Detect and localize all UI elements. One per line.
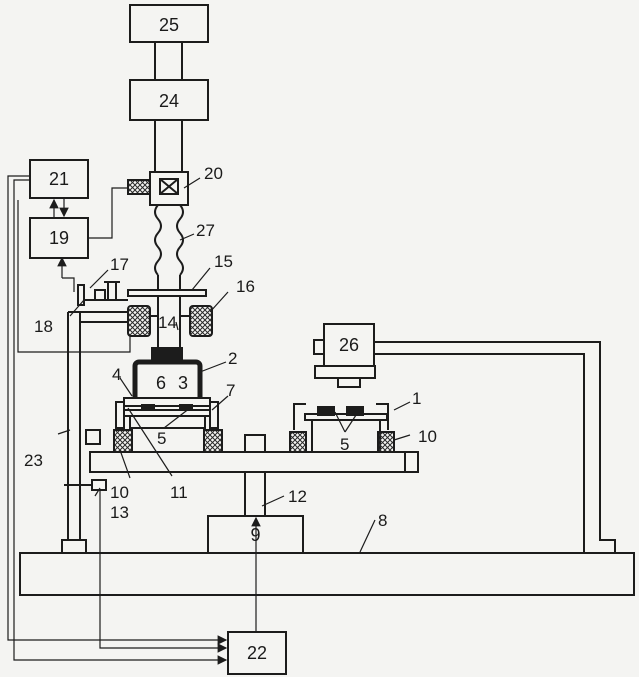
label-26: 26 (338, 335, 360, 355)
label-18: 18 (34, 317, 53, 336)
label-23: 23 (24, 451, 43, 470)
clamp-10-left-a (113, 429, 133, 453)
clamp-10-right-b (377, 431, 395, 453)
label-19: 19 (48, 228, 70, 248)
label-9: 9 (250, 525, 261, 545)
bellows-27 (154, 204, 162, 276)
label-16: 16 (236, 277, 255, 296)
base-frame (19, 552, 635, 596)
coil-16 (189, 305, 213, 337)
label-6: 6 (155, 373, 166, 393)
label-24: 24 (158, 91, 180, 111)
label-8: 8 (378, 511, 388, 530)
label-4: 4 (112, 365, 122, 384)
label-15: 15 (214, 252, 233, 271)
label-22: 22 (246, 643, 268, 663)
clamp-10-left-b (203, 429, 223, 453)
box-25 (129, 4, 209, 43)
label-7: 7 (226, 381, 236, 400)
label-21: 21 (48, 169, 70, 189)
label-14: 14 (158, 313, 177, 332)
camera-26 (323, 323, 375, 367)
rotary-table (89, 451, 419, 473)
label-10-right: 10 (418, 427, 437, 446)
label-27: 27 (196, 221, 215, 240)
label-17: 17 (110, 255, 129, 274)
box-24 (129, 79, 209, 121)
label-5-left: 5 (157, 429, 167, 448)
label-20: 20 (204, 164, 223, 183)
flange-15 (127, 289, 207, 297)
clamp-10-right-a (289, 431, 307, 453)
label-2: 2 (228, 349, 238, 368)
label-12: 12 (288, 487, 307, 506)
box-21 (29, 159, 89, 199)
coil-14 (127, 305, 151, 337)
label-25: 25 (158, 15, 180, 35)
label-3: 3 (177, 373, 188, 393)
label-5-right: 5 (340, 435, 350, 454)
label-1: 1 (412, 389, 422, 408)
label-10-left: 10 (110, 483, 129, 502)
component-20 (149, 171, 189, 206)
label-13: 13 (110, 503, 129, 522)
label-11: 11 (170, 483, 188, 502)
box-22 (227, 631, 287, 675)
